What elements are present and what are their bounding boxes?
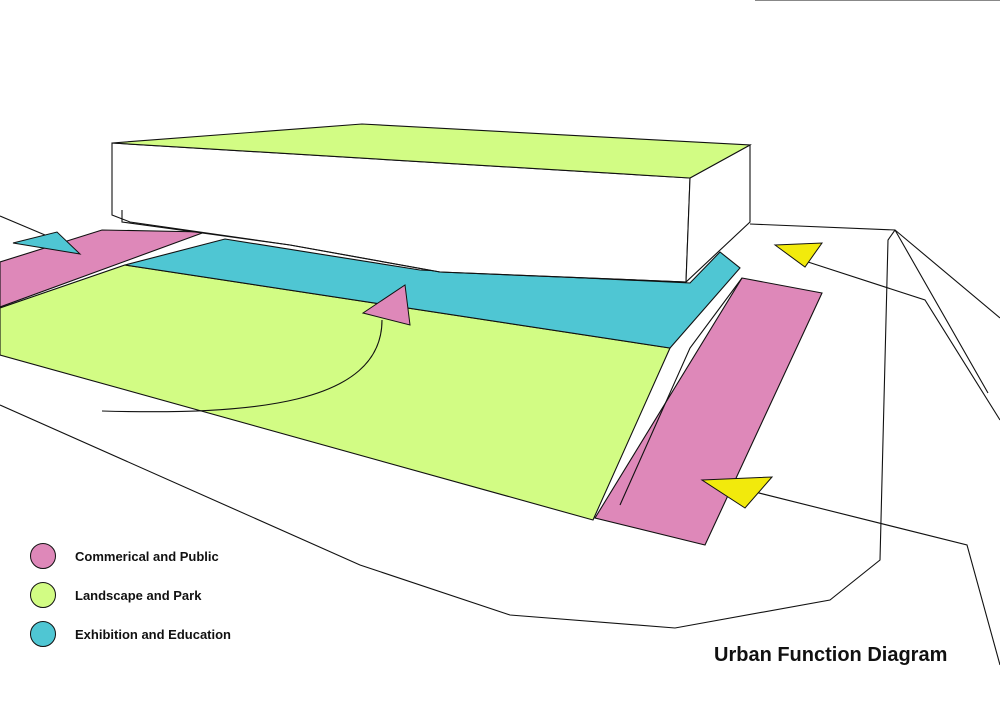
building-block <box>111 123 752 284</box>
yellow-arrow-lower-icon <box>700 476 774 509</box>
site-line-left <box>0 215 46 236</box>
landscape-swatch-icon <box>30 582 56 608</box>
exhibition-education-zone <box>124 238 741 349</box>
road-line-right <box>749 223 989 394</box>
commercial-zone-right <box>594 277 823 546</box>
legend-item-exhibition: Exhibition and Education <box>30 621 231 647</box>
legend-label: Exhibition and Education <box>75 626 231 642</box>
exhibition-arrow-icon <box>12 231 82 255</box>
legend-item-commercial: Commerical and Public <box>30 543 231 569</box>
exhibition-swatch-icon <box>30 621 56 647</box>
landscape-park-zone <box>0 264 671 521</box>
site-boundary-lower <box>0 229 1000 629</box>
commercial-swatch-icon <box>30 543 56 569</box>
circulation-curve <box>101 319 383 413</box>
site-context-lines <box>0 0 1000 666</box>
building-underside-line <box>121 210 687 283</box>
commercial-arrow-icon <box>361 284 411 326</box>
legend-item-landscape: Landscape and Park <box>30 582 231 608</box>
edge-line-right <box>619 277 743 506</box>
legend-label: Landscape and Park <box>75 587 202 603</box>
legend-label: Commerical and Public <box>75 548 219 564</box>
diagram-title: Urban Function Diagram <box>714 644 948 666</box>
legend: Commerical and Public Landscape and Park… <box>30 543 231 660</box>
yellow-arrow-upper-icon <box>773 242 823 268</box>
road-line-curve <box>807 261 1000 421</box>
path-line-lower-right <box>734 486 1000 666</box>
building-roof-garden <box>111 123 752 179</box>
